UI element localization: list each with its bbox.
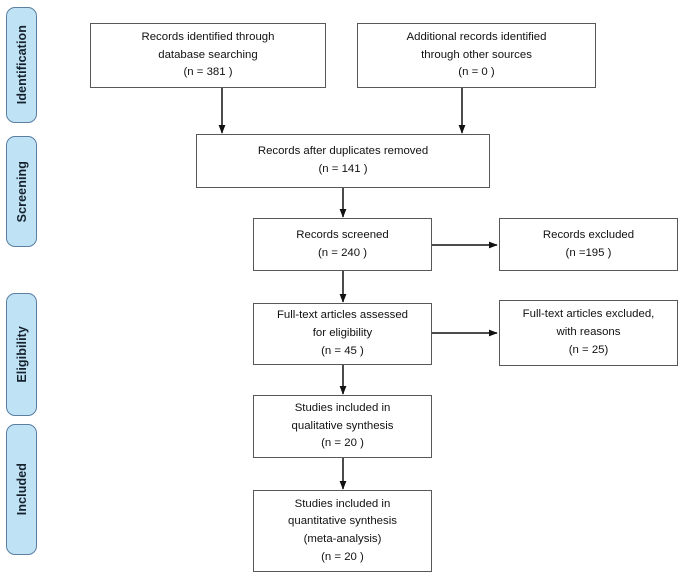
box-records-identified-database: Records identified through database sear… <box>90 23 326 88</box>
box-quantitative-synthesis-text: Studies included in quantitative synthes… <box>288 497 397 563</box>
stage-tab-included: Included <box>6 424 37 555</box>
box-qualitative-synthesis: Studies included in qualitative synthesi… <box>253 395 432 458</box>
box-records-screened-text: Records screened (n = 240 ) <box>296 228 389 259</box>
stage-label-eligibility: Eligibility <box>14 326 29 383</box>
box-records-excluded-text: Records excluded (n =195 ) <box>542 228 635 259</box>
box-qualitative-synthesis-text: Studies included in qualitative synthesi… <box>291 401 394 450</box>
box-records-identified-other: Additional records identified through ot… <box>357 23 596 88</box>
box-records-screened: Records screened (n = 240 ) <box>253 218 432 271</box>
box-fulltext-excluded-text: Full-text articles excluded, with reason… <box>522 308 655 356</box>
stage-tab-eligibility: Eligibility <box>6 293 37 416</box>
box-fulltext-assessed: Full-text articles assessed for eligibil… <box>253 303 432 365</box>
box-records-excluded: Records excluded (n =195 ) <box>499 218 678 271</box>
box-records-identified-other-text: Additional records identified through ot… <box>406 30 547 79</box>
stage-label-identification: Identification <box>14 25 29 105</box>
box-records-after-duplicates: Records after duplicates removed (n = 14… <box>196 134 490 188</box>
box-fulltext-assessed-text: Full-text articles assessed for eligibil… <box>276 309 409 357</box>
box-records-identified-database-text: Records identified through database sear… <box>141 30 275 79</box>
stage-label-screening: Screening <box>14 160 29 223</box>
box-quantitative-synthesis: Studies included in quantitative synthes… <box>253 490 432 572</box>
stage-label-included: Included <box>14 463 29 516</box>
stage-tab-identification: Identification <box>6 7 37 123</box>
box-fulltext-excluded: Full-text articles excluded, with reason… <box>499 300 678 366</box>
stage-tab-screening: Screening <box>6 136 37 247</box>
box-records-after-duplicates-text: Records after duplicates removed (n = 14… <box>257 145 429 175</box>
